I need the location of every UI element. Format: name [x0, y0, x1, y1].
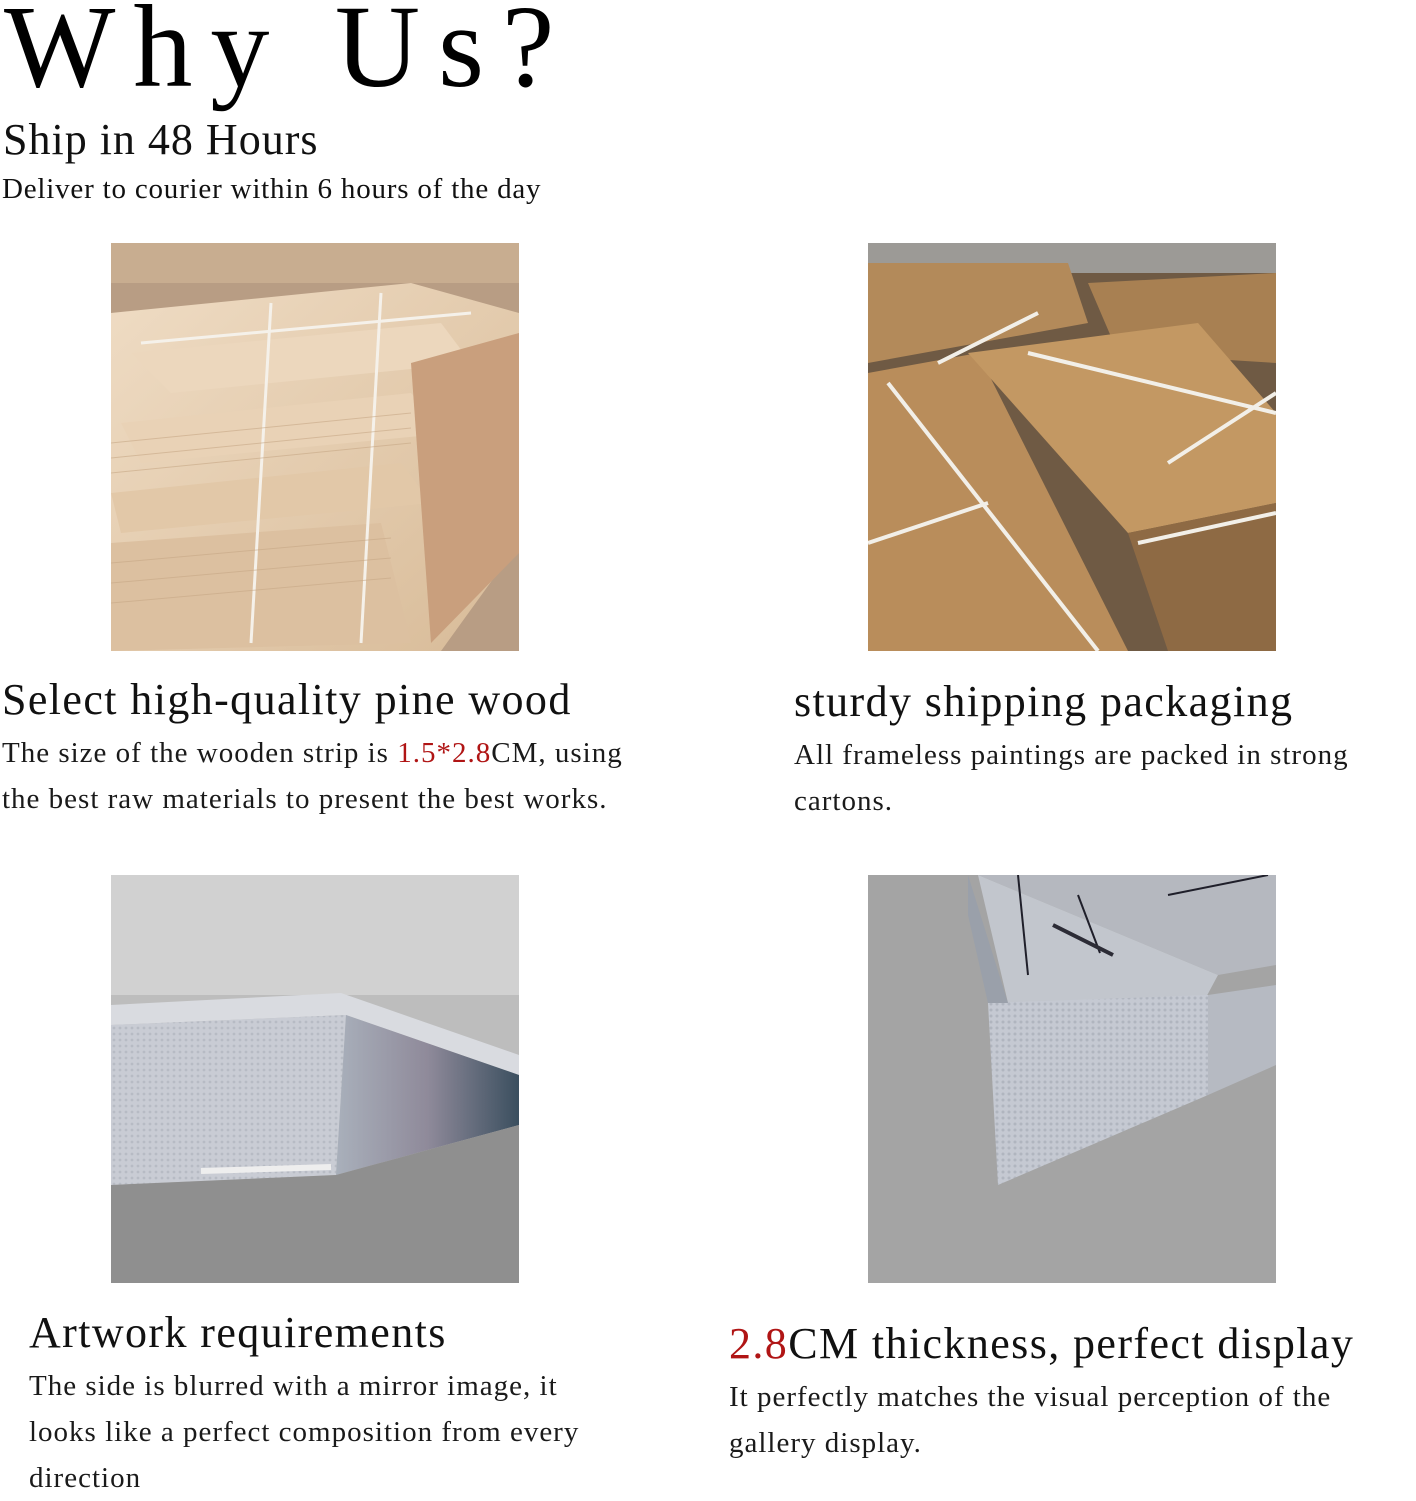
wood-size-highlight: 1.5*2.8	[397, 737, 492, 769]
feature-artwork-title: Artwork requirements	[29, 1308, 447, 1357]
cartons-image	[868, 243, 1276, 651]
feature-packaging-text: All frameless paintings are packed in st…	[794, 739, 1349, 817]
shipping-text: Deliver to courier within 6 hours of the…	[2, 173, 542, 205]
feature-packaging-title: sturdy shipping packaging	[794, 677, 1294, 726]
canvas-thickness-image	[868, 875, 1276, 1283]
feature-thickness-title: 2.8CM thickness, perfect display	[729, 1318, 1354, 1371]
cartons-photo	[868, 243, 1276, 651]
pine-wood-photo	[111, 243, 519, 651]
shipping-title: Ship in 48 Hours	[3, 115, 319, 164]
feature-pine-title: Select high-quality pine wood	[2, 675, 572, 724]
canvas-side-image	[111, 875, 519, 1283]
canvas-thickness-photo	[868, 875, 1276, 1283]
feature-pine-text-end: CM, using the best raw materials to pres…	[2, 737, 623, 815]
feature-pine-text: The size of the wooden strip is 1.5*2.8C…	[2, 730, 642, 822]
feature-artwork-text: The side is blurred with a mirror image,…	[29, 1370, 580, 1494]
thickness-highlight: 2.8	[729, 1319, 789, 1368]
page-title: Why Us?	[4, 0, 573, 112]
feature-pine-text-start: The size of the wooden strip is	[2, 737, 398, 769]
pine-wood-image	[111, 243, 519, 651]
feature-thickness-text: It perfectly matches the visual percepti…	[729, 1381, 1332, 1459]
canvas-side-photo	[111, 875, 519, 1283]
feature-thickness-title-rest: CM thickness, perfect display	[788, 1319, 1355, 1368]
